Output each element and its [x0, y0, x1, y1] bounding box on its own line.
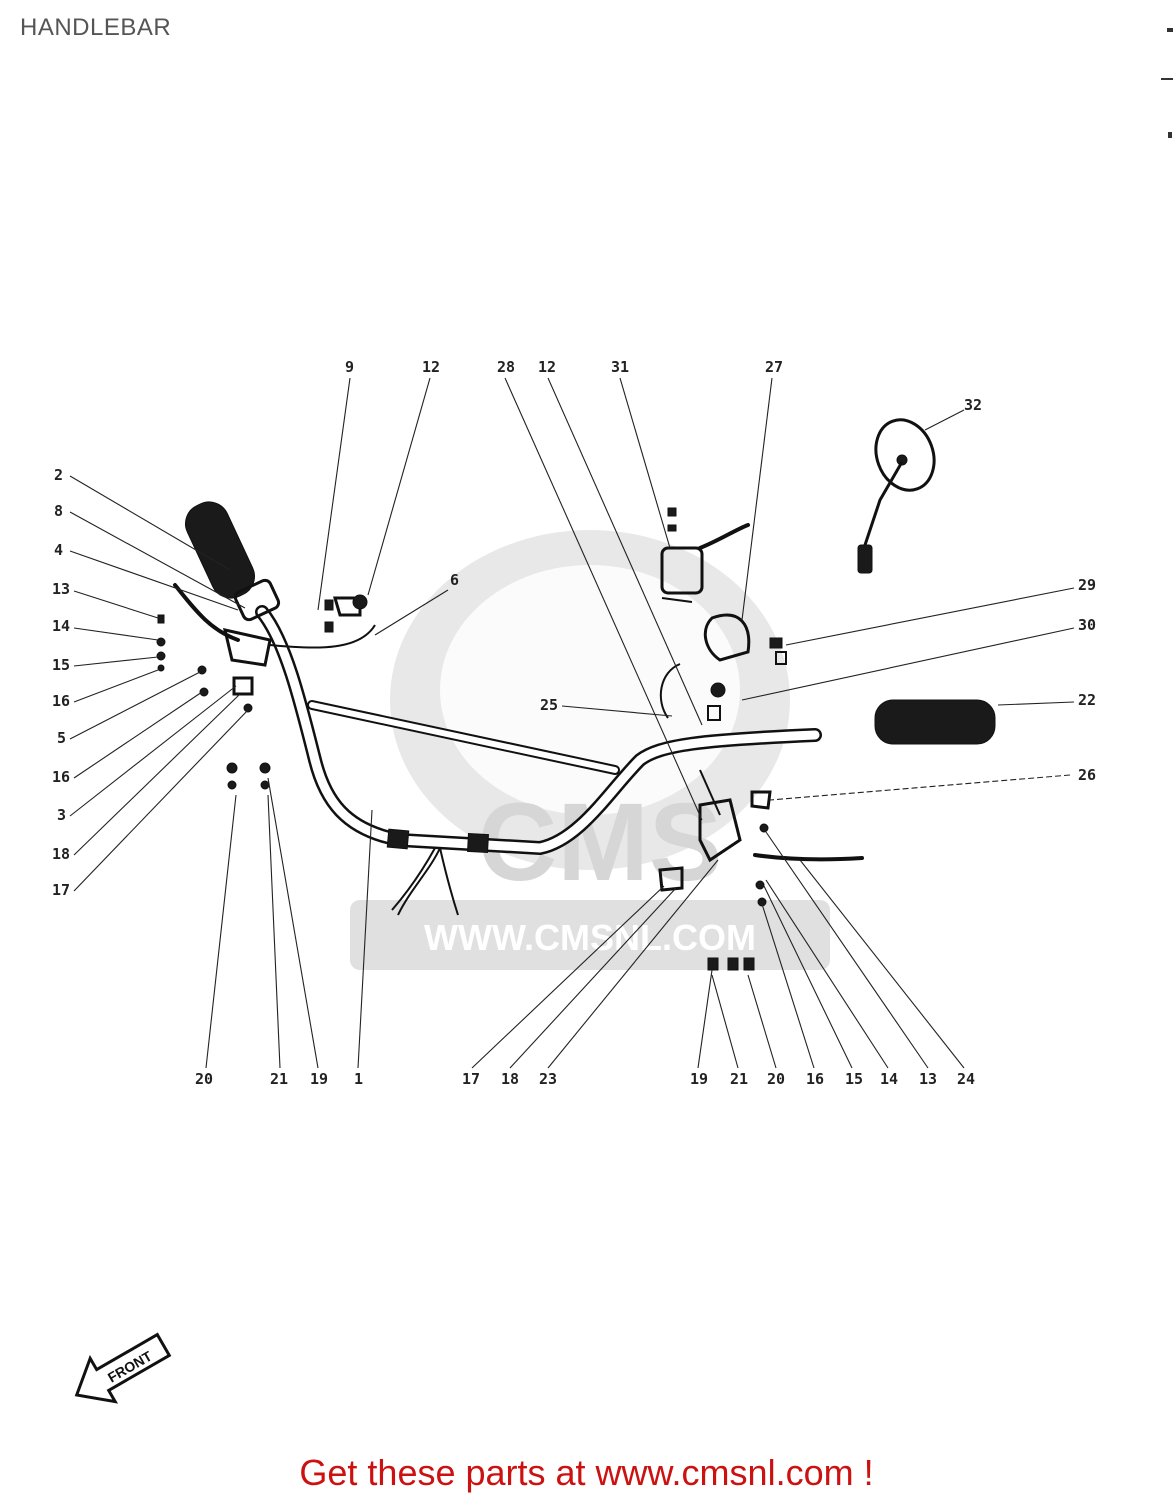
callout-2: 2	[54, 466, 63, 484]
callout-12: 12	[422, 358, 440, 376]
callout-22: 22	[1078, 691, 1096, 709]
callout-3: 3	[57, 806, 66, 824]
callout-4: 4	[54, 541, 63, 559]
callout-18b: 18	[501, 1070, 519, 1088]
callout-14b: 14	[880, 1070, 898, 1088]
callout-14: 14	[52, 617, 70, 635]
callout-20: 20	[195, 1070, 213, 1088]
callout-26: 26	[1078, 766, 1096, 784]
callout-9: 9	[345, 358, 354, 376]
watermark-text: WWW.CMSNL.COM	[424, 917, 756, 958]
callout-23: 23	[539, 1070, 557, 1088]
callout-18: 18	[52, 845, 70, 863]
left-grip	[173, 501, 281, 667]
callout-5: 5	[57, 729, 66, 747]
callout-21: 21	[270, 1070, 288, 1088]
callout-1: 1	[354, 1070, 363, 1088]
callout-12b: 12	[538, 358, 556, 376]
callout-30: 30	[1078, 616, 1096, 634]
callout-24: 24	[957, 1070, 975, 1088]
watermark: CMS WWW.CMSNL.COM	[350, 530, 830, 970]
callout-15: 15	[52, 656, 70, 674]
callout-13: 13	[52, 580, 70, 598]
callout-15b: 15	[845, 1070, 863, 1088]
front-arrow: FRONT	[74, 1332, 172, 1404]
callout-20b: 20	[767, 1070, 785, 1088]
callout-19b: 19	[690, 1070, 708, 1088]
callout-8: 8	[54, 502, 63, 520]
handlebar-tube	[255, 605, 822, 916]
callout-19: 19	[310, 1070, 328, 1088]
callout-16: 16	[52, 692, 70, 710]
left-small-parts	[156, 594, 376, 790]
callout-31: 31	[611, 358, 629, 376]
watermark-banner	[350, 900, 830, 970]
page-title: HANDLEBAR	[20, 14, 172, 41]
callout-16b: 16	[52, 768, 70, 786]
callout-21b: 21	[730, 1070, 748, 1088]
callout-27: 27	[765, 358, 783, 376]
callouts: 9 12 28 12 31 27 32 2 8 4 13 14 15 16 5 …	[52, 358, 1096, 1088]
mirror	[857, 418, 936, 574]
callout-16c: 16	[806, 1070, 824, 1088]
footer-link[interactable]: Get these parts at www.cmsnl.com !	[299, 1452, 874, 1493]
callout-6: 6	[450, 571, 459, 589]
right-grip	[874, 699, 996, 745]
callout-29: 29	[1078, 576, 1096, 594]
callout-28: 28	[497, 358, 515, 376]
right-switch-parts	[658, 507, 864, 971]
page-edge-marks	[1161, 28, 1173, 138]
callout-25: 25	[540, 696, 558, 714]
callout-13b: 13	[919, 1070, 937, 1088]
callout-32: 32	[964, 396, 982, 414]
callout-17b: 17	[462, 1070, 480, 1088]
callout-17: 17	[52, 881, 70, 899]
